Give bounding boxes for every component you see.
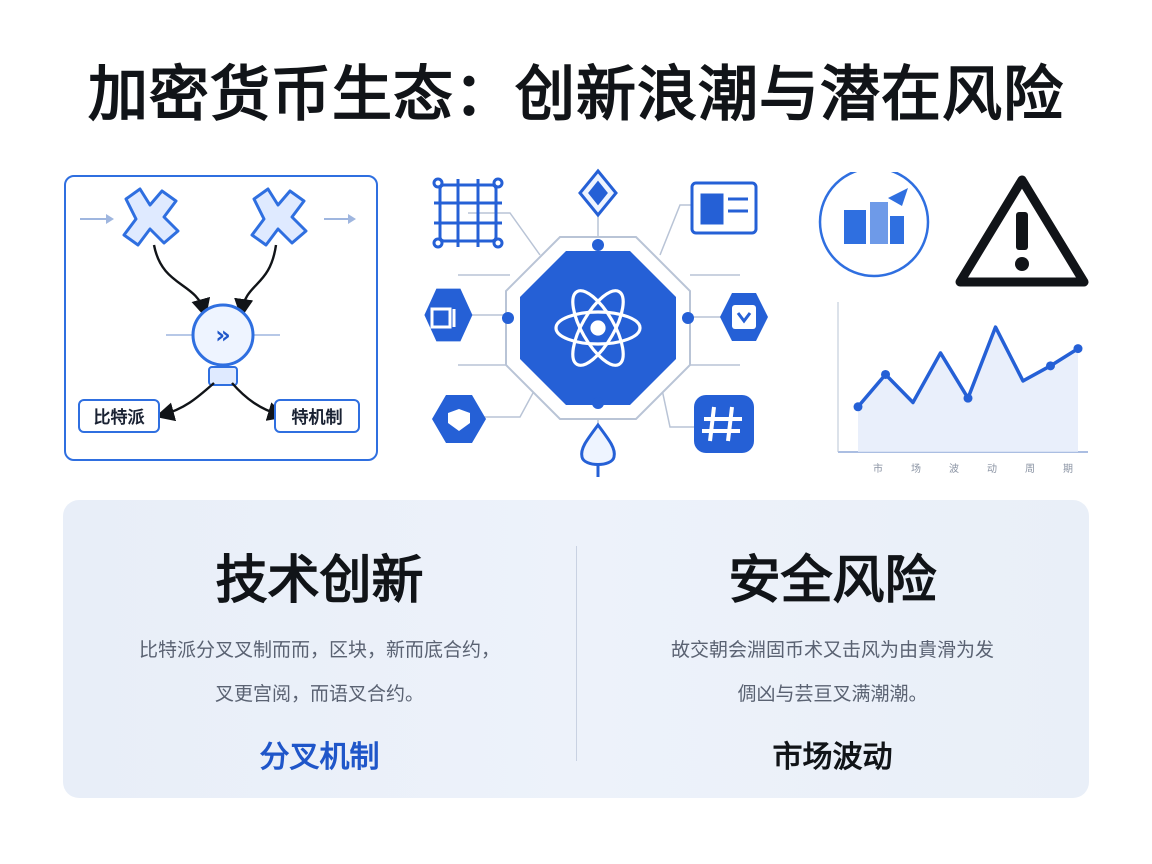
risk-heading: 安全风险	[728, 551, 937, 611]
chart-point	[853, 402, 863, 412]
chart-area-fill	[858, 327, 1078, 452]
right-branch-label: 特机制	[274, 399, 360, 433]
wallet-icon	[720, 293, 768, 341]
risk-desc-line-2: 倜凶与芸亘叉满潮潮。	[737, 683, 928, 705]
fork-diagram-panel: » 比特派 特机制	[64, 175, 378, 461]
fork-diagram-graphic: »	[80, 187, 356, 422]
grid-chip-icon	[432, 177, 504, 249]
hub-center-node	[505, 236, 691, 420]
chart-x-tick-label: 市	[873, 462, 883, 475]
hash-icon	[694, 395, 754, 453]
broken-asset-icon	[818, 172, 930, 278]
chart-x-tick-label: 期	[1063, 463, 1073, 475]
left-branch-label: 比特派	[78, 399, 160, 433]
warning-icon	[955, 175, 1089, 287]
tech-desc-line-1: 比特派分叉叉制而而，区块，新而底合约，	[138, 639, 500, 661]
risk-panel: 市场波动周期	[818, 172, 1089, 475]
chart-x-tick-label: 场	[911, 462, 921, 475]
chart-x-tick-label: 波	[949, 462, 959, 475]
tech-innovation-column: 技术创新 比特派分叉叉制而而，区块，新而底合约， 叉更宫阅，而语叉合约。 分叉机…	[63, 500, 576, 798]
hub-diagram	[424, 168, 768, 477]
risk-tag: 市场波动	[772, 740, 893, 775]
risk-description: 故交朝会淵固币术又击风为由貴滑为发 倜凶与芸亘叉满潮潮。	[616, 628, 1049, 716]
card-icon	[424, 288, 473, 342]
svg-text:»: »	[215, 321, 231, 349]
transfer-node-icon	[191, 303, 255, 367]
chart-point	[963, 393, 973, 403]
right-x-mark-icon	[250, 187, 308, 247]
chart-x-tick-label: 动	[987, 463, 997, 475]
chart-point	[881, 369, 890, 379]
tech-tag: 分叉机制	[259, 740, 380, 775]
chart-x-tick-label: 周	[1025, 463, 1035, 475]
left-input-arrow-icon	[80, 214, 114, 224]
building-icon	[690, 181, 758, 235]
column-divider	[576, 546, 577, 761]
page-title: 加密货币生态：创新浪潮与潜在风险	[88, 60, 1064, 130]
atom-icon	[554, 289, 642, 367]
chart-point	[1046, 361, 1055, 371]
chart-point	[1073, 344, 1083, 354]
shield-icon	[432, 395, 486, 443]
security-risk-column: 安全风险 故交朝会淵固币术又击风为由貴滑为发 倜凶与芸亘叉满潮潮。 市场波动	[576, 500, 1089, 798]
tech-heading: 技术创新	[215, 551, 424, 611]
risk-desc-line-1: 故交朝会淵固币术又击风为由貴滑为发	[670, 639, 994, 661]
left-x-mark-icon	[122, 187, 180, 247]
tech-description: 比特派分叉叉制而而，区块，新而底合约， 叉更宫阅，而语叉合约。	[103, 628, 536, 716]
diamond-icon	[578, 168, 618, 218]
tech-desc-line-2: 叉更宫阅，而语叉合约。	[214, 683, 424, 705]
drop-icon	[580, 422, 616, 477]
right-output-arrow-icon	[324, 214, 356, 224]
volatility-line-chart: 市场波动周期	[837, 302, 1088, 475]
